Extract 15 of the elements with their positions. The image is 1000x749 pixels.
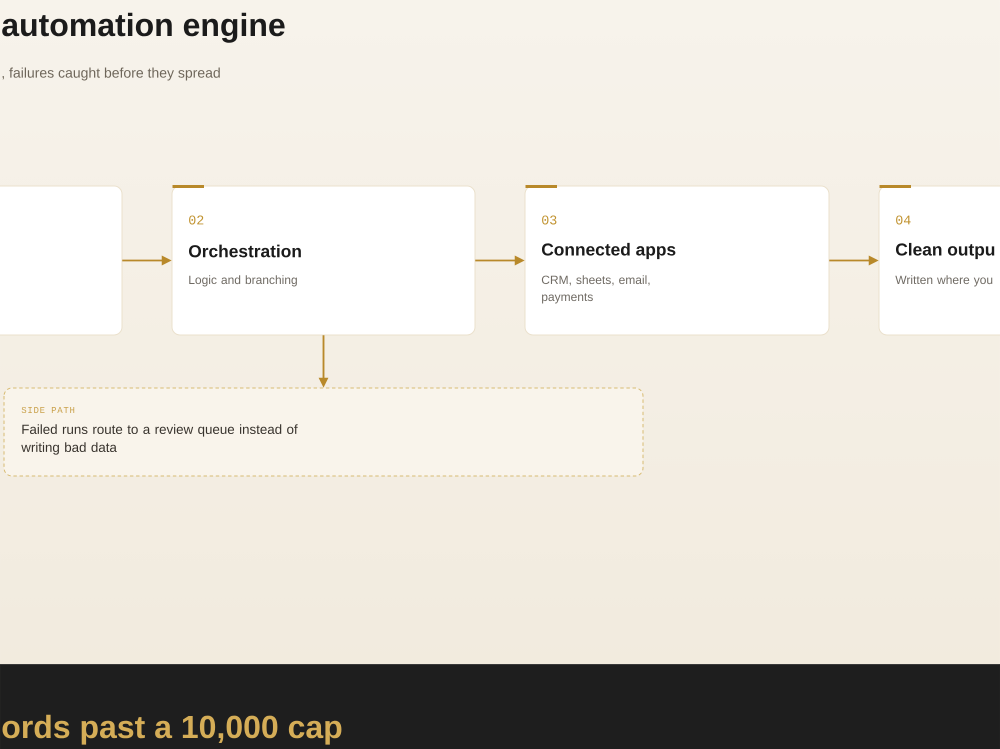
card-text: Logic and branching (189, 275, 297, 286)
card-title: Connected apps (542, 242, 676, 260)
step-number: 04 (896, 215, 911, 225)
card-text: CRM, sheets, email, payments (542, 275, 650, 304)
step-number: 02 (189, 215, 204, 225)
note-text: Failed runs route to a review queue instead of writing bad data (21, 424, 298, 455)
card (0, 186, 122, 336)
page-title: automation engine (2, 12, 285, 43)
tag-label: SIDE PATH (22, 406, 74, 414)
subtitle: , failures caught before they spread (2, 67, 220, 81)
card-title: Clean outpu (896, 242, 994, 260)
step-number: 03 (542, 215, 556, 225)
card-title: Orchestration (188, 244, 301, 258)
card-text: Written where you (895, 275, 992, 286)
section-band: ords past a 10,000 cap (0, 664, 1000, 749)
